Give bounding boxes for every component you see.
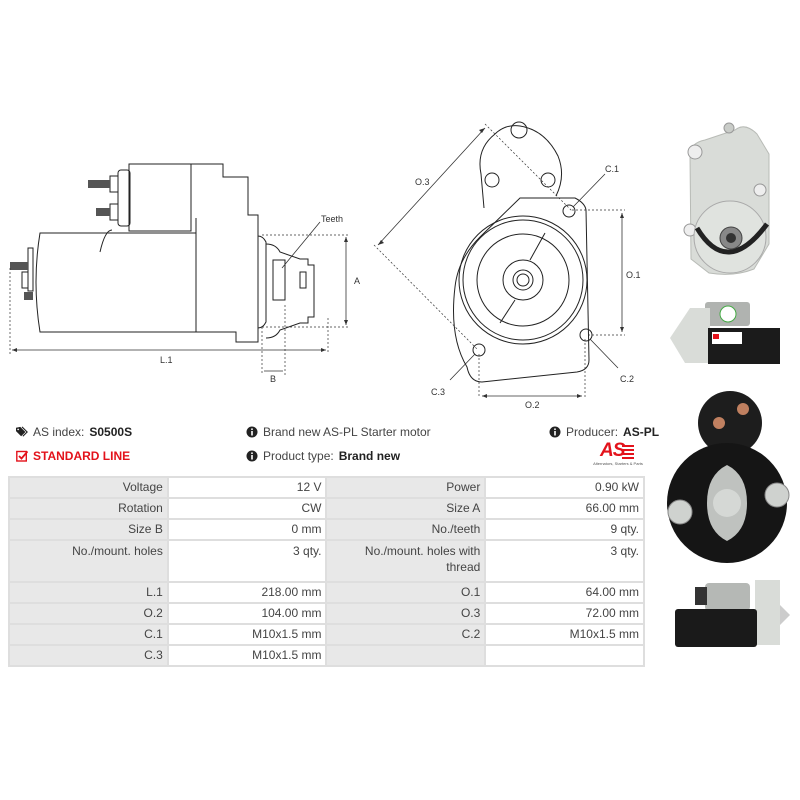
o1-label: O.1 <box>626 270 641 280</box>
table-row: L.1 218.00 mm O.1 64.00 mm <box>8 581 645 604</box>
table-row: Voltage 12 V Power 0.90 kW <box>8 476 645 499</box>
spec-label: Power <box>325 476 487 499</box>
description-text: Brand new AS-PL Starter motor <box>263 425 431 439</box>
info-circle-icon <box>549 426 561 438</box>
standard-line-badge: STANDARD LINE <box>16 449 130 463</box>
spec-label: O.3 <box>325 602 487 625</box>
c2-label: C.2 <box>620 374 634 384</box>
logo-tagline: Alternators, Starters & Parts <box>593 461 643 466</box>
spec-value: 0.90 kW <box>484 476 645 499</box>
spec-label: O.2 <box>8 602 169 625</box>
description: Brand new AS-PL Starter motor <box>246 425 431 439</box>
size-b-label: B <box>270 374 276 384</box>
o3-label: O.3 <box>415 177 430 187</box>
spec-label: No./mount. holes with thread <box>325 539 487 583</box>
spec-label-empty <box>325 644 487 667</box>
spec-value: M10x1.5 mm <box>484 623 645 646</box>
spec-label: C.3 <box>8 644 169 667</box>
spec-value: CW <box>166 497 328 520</box>
product-type: Product type: Brand new <box>246 449 400 463</box>
tags-icon <box>16 426 28 438</box>
l1-label: L.1 <box>160 355 173 365</box>
spec-value: 218.00 mm <box>166 581 328 604</box>
spec-value: M10x1.5 mm <box>166 644 328 667</box>
table-row: No./mount. holes 3 qty. No./mount. holes… <box>8 539 645 583</box>
side-view-photo-2[interactable] <box>670 575 795 655</box>
spec-value: 104.00 mm <box>166 602 328 625</box>
producer-label: Producer: <box>566 425 619 439</box>
as-index-label: AS index: <box>33 425 85 439</box>
side-view-diagram: Teeth A L.1 B <box>9 163 360 384</box>
side-view-photo-1[interactable] <box>660 298 795 366</box>
rear-view-photo[interactable] <box>665 385 795 575</box>
spec-value-empty <box>484 644 645 667</box>
standard-line-label: STANDARD LINE <box>33 449 131 463</box>
spec-value: 3 qty. <box>166 539 328 583</box>
spec-label: L.1 <box>8 581 169 604</box>
info-circle-icon <box>246 450 258 462</box>
spec-value: 64.00 mm <box>484 581 645 604</box>
o2-label: O.2 <box>525 400 540 410</box>
spec-value: M10x1.5 mm <box>166 623 328 646</box>
spec-value: 72.00 mm <box>484 602 645 625</box>
spec-value: 0 mm <box>166 518 328 541</box>
spec-value: 66.00 mm <box>484 497 645 520</box>
front-view-photo[interactable] <box>665 120 785 295</box>
table-row: O.2 104.00 mm O.3 72.00 mm <box>8 602 645 625</box>
product-type-value: Brand new <box>338 449 401 463</box>
specifications-table: Voltage 12 V Power 0.90 kW Rotation CW S… <box>8 476 645 667</box>
spec-label: O.1 <box>325 581 487 604</box>
as-pl-logo: AS Alternators, Starters & Parts <box>586 440 650 469</box>
table-row: C.3 M10x1.5 mm <box>8 644 645 667</box>
spec-label: Rotation <box>8 497 169 520</box>
product-type-label: Product type: <box>263 449 334 463</box>
producer-value: AS-PL <box>623 425 660 439</box>
producer: Producer: AS-PL <box>549 425 659 439</box>
logo-mark: AS <box>600 440 625 461</box>
spec-label: Voltage <box>8 476 169 499</box>
spec-value: 9 qty. <box>484 518 645 541</box>
table-row: Rotation CW Size A 66.00 mm <box>8 497 645 520</box>
table-row: C.1 M10x1.5 mm C.2 M10x1.5 mm <box>8 623 645 646</box>
front-view-diagram: O.3 C.1 O.1 C.2 C.3 O.2 <box>373 121 641 410</box>
spec-label: No./mount. holes <box>8 539 169 583</box>
table-row: Size B 0 mm No./teeth 9 qty. <box>8 518 645 541</box>
c1-label: C.1 <box>605 164 619 174</box>
checkbox-checked-icon <box>16 450 28 462</box>
spec-label: No./teeth <box>325 518 487 541</box>
spec-label: C.1 <box>8 623 169 646</box>
as-index: AS index: S0500S <box>16 425 132 439</box>
spec-value: 12 V <box>166 476 328 499</box>
size-a-label: A <box>354 276 360 286</box>
info-circle-icon <box>246 426 258 438</box>
spec-label: Size A <box>325 497 487 520</box>
spec-value: 3 qty. <box>484 539 645 583</box>
c3-label: C.3 <box>431 387 445 397</box>
as-index-value: S0500S <box>89 425 133 439</box>
spec-label: C.2 <box>325 623 487 646</box>
teeth-label: Teeth <box>321 214 343 224</box>
spec-label: Size B <box>8 518 169 541</box>
